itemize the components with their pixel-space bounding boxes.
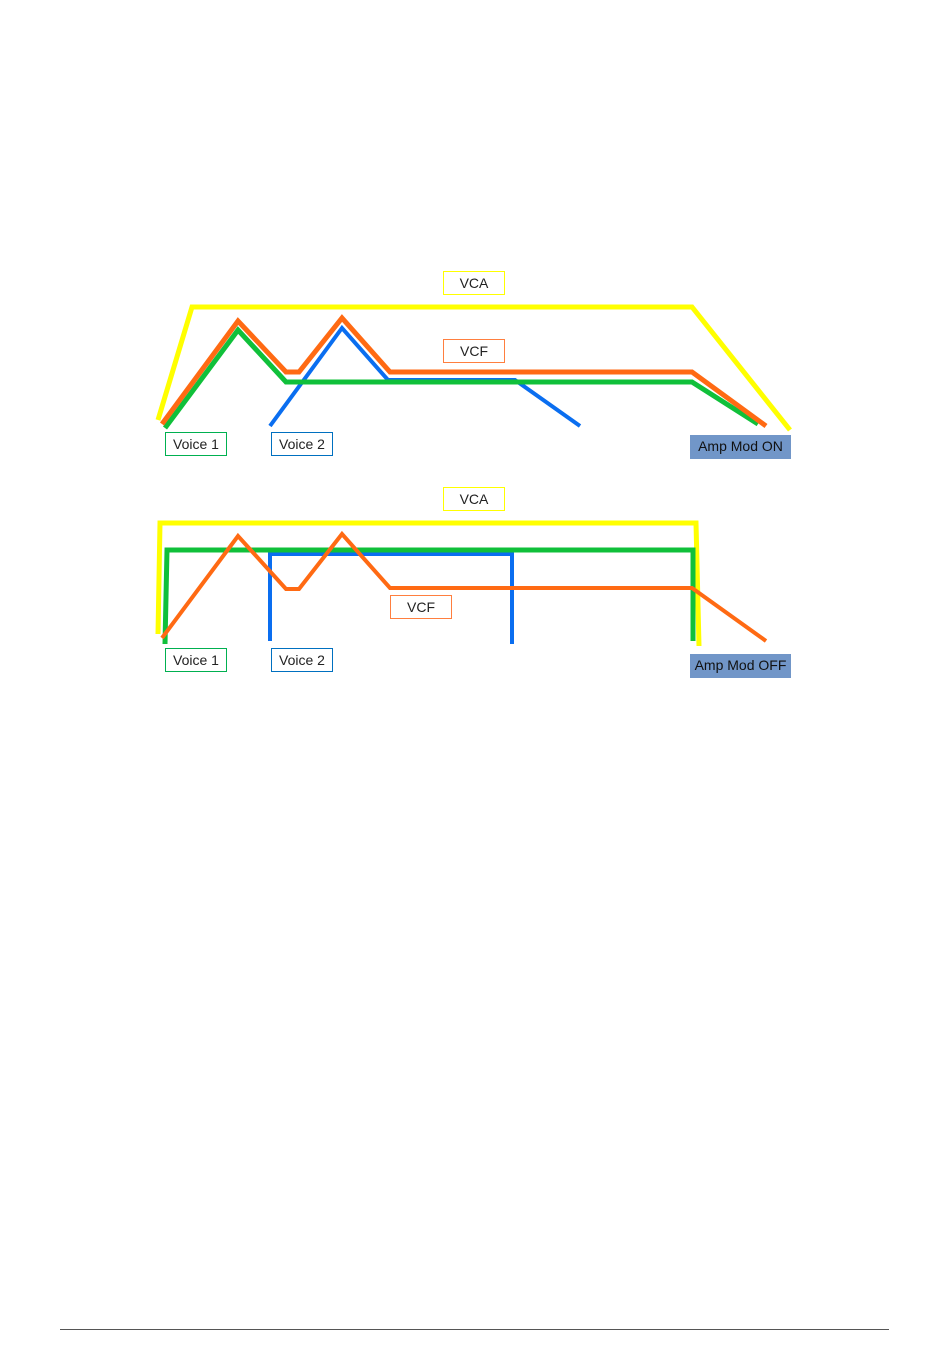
voice2-envelope-line [270,328,580,426]
amp-mod-mode-badge: Amp Mod ON [690,435,791,459]
vcf-label: VCF [390,595,452,619]
vca-envelope-line [158,307,790,430]
voice2-label: Voice 2 [271,648,333,672]
vcf-label: VCF [443,339,505,363]
voice1-label: Voice 1 [165,432,227,456]
vca-label: VCA [443,487,505,511]
amp-mod-mode-badge: Amp Mod OFF [690,654,791,678]
diagram-amp-mod-on [158,307,790,430]
voice1-label: Voice 1 [165,648,227,672]
vca-label: VCA [443,271,505,295]
diagram-amp-mod-off [158,523,766,646]
vca-envelope-line [158,523,699,646]
voice2-label: Voice 2 [271,432,333,456]
vcf-envelope-line [162,318,766,426]
footer-rule [60,1329,889,1330]
